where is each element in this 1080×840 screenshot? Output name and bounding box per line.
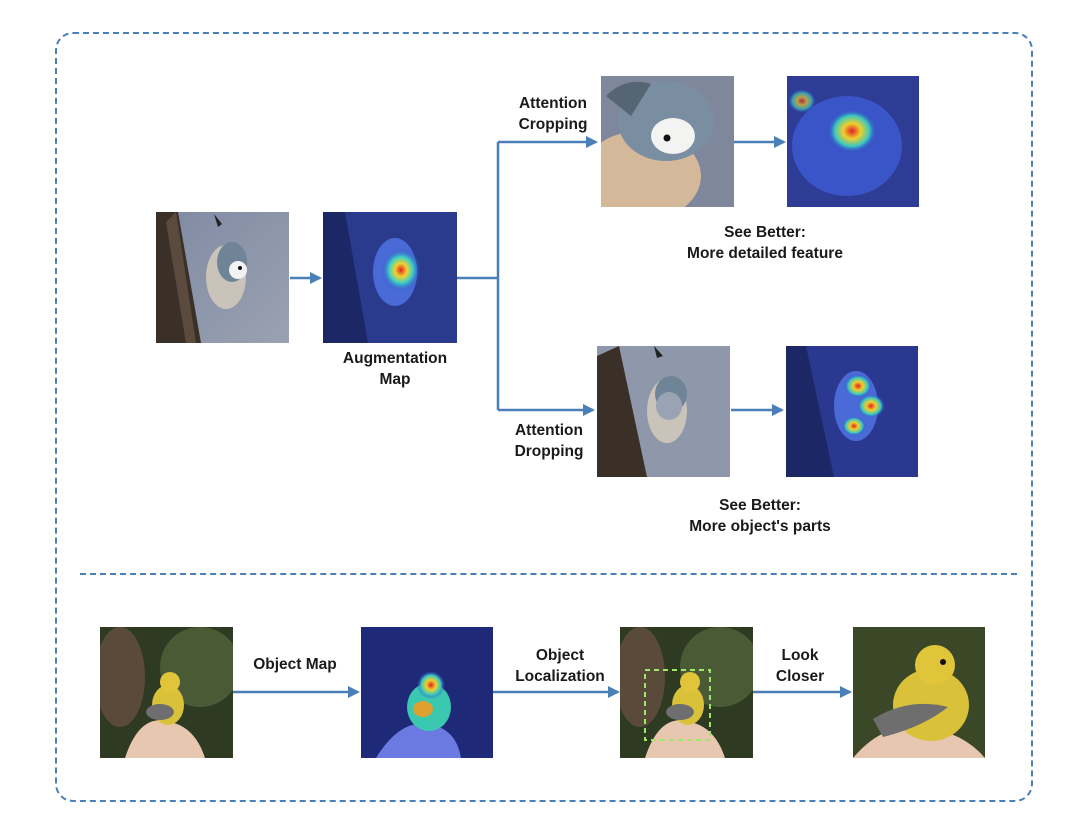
attention-cropped-image [601, 76, 734, 207]
localization-bounding-box [644, 669, 711, 741]
object-map-label: Object Map [253, 656, 337, 673]
augmentation-map-heatmap [323, 212, 457, 343]
input-bird-image [156, 212, 289, 343]
outer-dashed-frame [55, 32, 1033, 802]
attention-dropping-label: Attention Dropping [514, 422, 584, 460]
attention-dropped-heatmap [786, 346, 918, 477]
object-input-image [100, 627, 233, 758]
attention-cropping-label: Attention Cropping [518, 95, 588, 133]
attention-cropped-heatmap [787, 76, 919, 207]
see-better-parts-label: See Better: More object's parts [689, 497, 831, 535]
augmentation-map-label: Augmentation Map [342, 350, 448, 388]
localized-object-image [620, 627, 753, 758]
look-closer-zoomed-image [853, 627, 985, 758]
attention-dropped-image [597, 346, 730, 477]
look-closer-label: Look Closer [775, 647, 825, 685]
object-map-heatmap [361, 627, 493, 758]
section-divider [80, 573, 1017, 575]
see-better-detailed-label: See Better: More detailed feature [687, 224, 843, 262]
object-localization-label: Object Localization [515, 647, 605, 685]
